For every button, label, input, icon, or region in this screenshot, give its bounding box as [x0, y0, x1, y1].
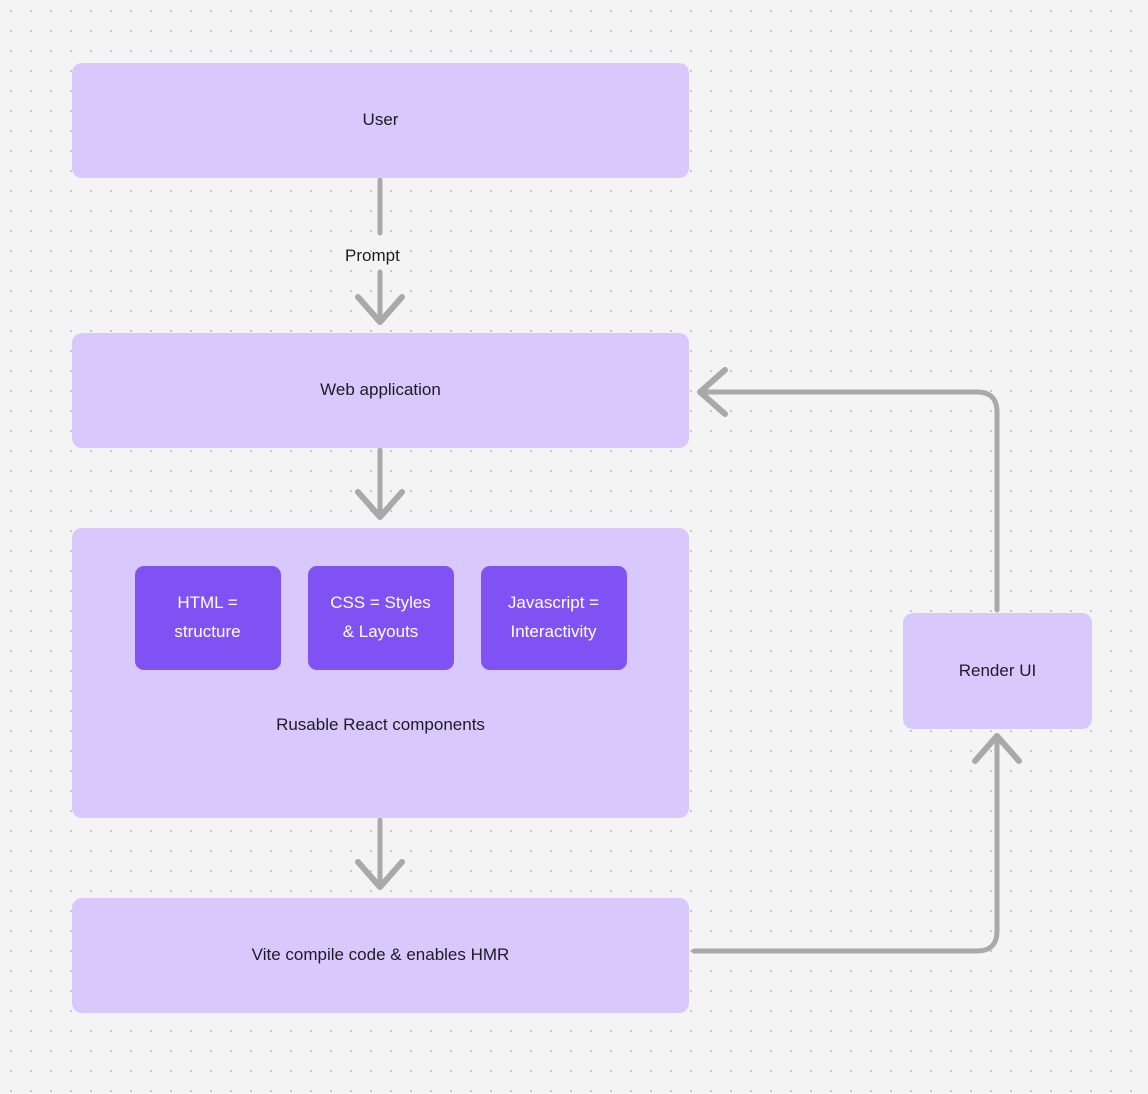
- node-web-application[interactable]: Web application: [72, 333, 689, 448]
- node-render-ui[interactable]: Render UI: [903, 613, 1092, 729]
- node-web-application-label: Web application: [320, 380, 441, 400]
- node-vite[interactable]: Vite compile code & enables HMR: [72, 898, 689, 1013]
- edge-label-prompt: Prompt: [345, 246, 400, 265]
- edge-webapp-to-components: [355, 447, 405, 520]
- chip-html[interactable]: HTML = structure: [134, 566, 281, 670]
- chip-css-line1: CSS = Styles: [330, 593, 431, 613]
- chip-html-line2: structure: [174, 622, 241, 641]
- node-user-label: User: [362, 110, 399, 130]
- chip-css[interactable]: CSS = Styles & Layouts: [307, 566, 454, 670]
- chip-javascript[interactable]: Javascript = Interactivity: [480, 566, 627, 670]
- node-render-ui-label: Render UI: [958, 660, 1037, 680]
- edge-render-to-webapp: [697, 367, 1000, 613]
- node-react-components[interactable]: HTML = structure CSS = Styles & Layouts …: [72, 528, 689, 818]
- node-react-components-caption: Rusable React components: [276, 715, 485, 734]
- chip-html-line1: HTML =: [177, 593, 238, 613]
- edge-vite-to-render: [691, 733, 1022, 954]
- chip-row: HTML = structure CSS = Styles & Layouts …: [72, 566, 689, 670]
- chip-css-line2: & Layouts: [342, 622, 419, 641]
- node-vite-label: Vite compile code & enables HMR: [251, 945, 510, 965]
- chip-javascript-line2: Interactivity: [510, 622, 597, 641]
- node-user[interactable]: User: [72, 63, 689, 178]
- edge-components-to-vite: [355, 817, 405, 890]
- chip-javascript-line1: Javascript =: [507, 593, 600, 613]
